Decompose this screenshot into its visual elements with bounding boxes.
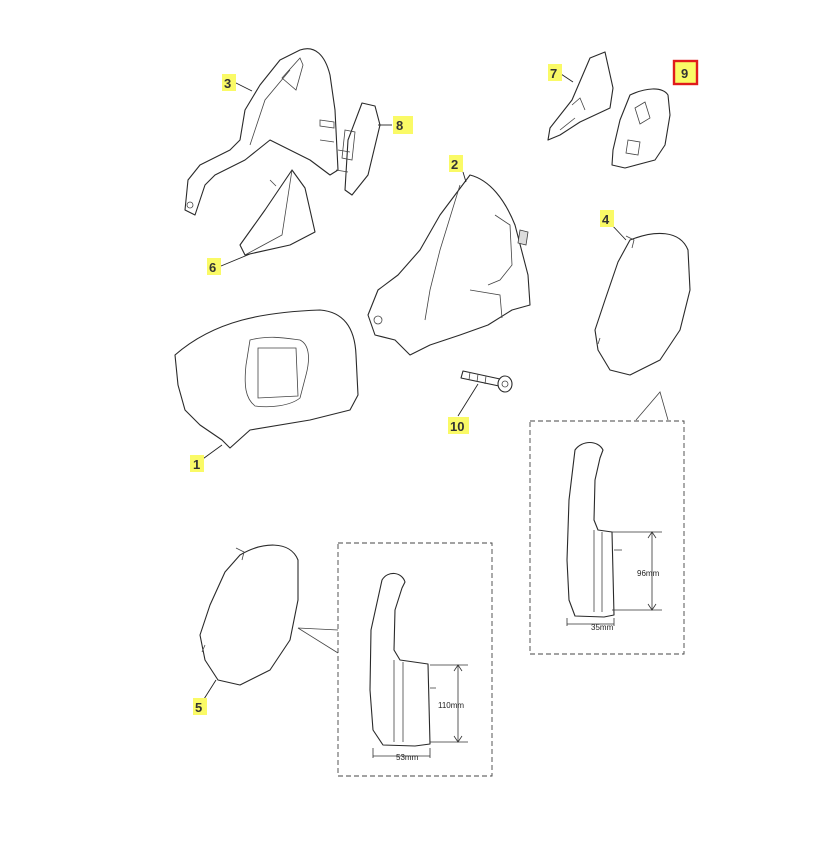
callout-9-label: 9: [681, 66, 688, 81]
part-4-side-panel[interactable]: [594, 232, 691, 376]
part-1-seat-shell[interactable]: [174, 309, 359, 449]
callout-8[interactable]: 8: [393, 116, 413, 134]
callout-7-label: 7: [550, 66, 557, 81]
callout-4-label: 4: [602, 212, 610, 227]
dim-part5-width: 53mm: [396, 753, 419, 762]
part-8-cover[interactable]: [335, 102, 381, 196]
part-3-arm-panel[interactable]: [184, 48, 339, 216]
callout-10-label: 10: [450, 419, 464, 434]
part-2-bracket-housing[interactable]: [367, 174, 531, 356]
callout-5[interactable]: 5: [193, 698, 207, 715]
callout-9-selected[interactable]: 9: [672, 59, 699, 86]
callout-2[interactable]: 2: [449, 155, 463, 172]
callout-2-label: 2: [451, 157, 458, 172]
callout-3-label: 3: [224, 76, 231, 91]
part-6-triangle-trim[interactable]: [239, 169, 316, 256]
detail-box-part-4: [529, 391, 685, 655]
callout-6-label: 6: [209, 260, 216, 275]
callout-8-label: 8: [396, 118, 403, 133]
callout-7[interactable]: 7: [548, 64, 562, 81]
dim-part4-width: 35mm: [591, 623, 614, 632]
part-5-side-panel[interactable]: [199, 544, 299, 686]
part-7-small-trim[interactable]: [547, 51, 614, 141]
callout-4[interactable]: 4: [600, 210, 614, 227]
dim-part5-height: 110mm: [438, 701, 464, 710]
leader-lines: [199, 73, 627, 700]
callout-10[interactable]: 10: [448, 417, 469, 434]
dimension-labels: 96mm 35mm 110mm 53mm: [396, 569, 660, 762]
callout-6[interactable]: 6: [207, 258, 221, 275]
part-10-bolt[interactable]: [460, 370, 513, 393]
callout-1-label: 1: [193, 457, 200, 472]
part-9-cap[interactable]: [611, 88, 671, 169]
callout-5-label: 5: [195, 700, 202, 715]
callout-1[interactable]: 1: [190, 455, 204, 472]
detail-box-part-5: [297, 542, 493, 777]
dim-part4-height: 96mm: [637, 569, 660, 578]
callout-3[interactable]: 3: [222, 74, 236, 91]
